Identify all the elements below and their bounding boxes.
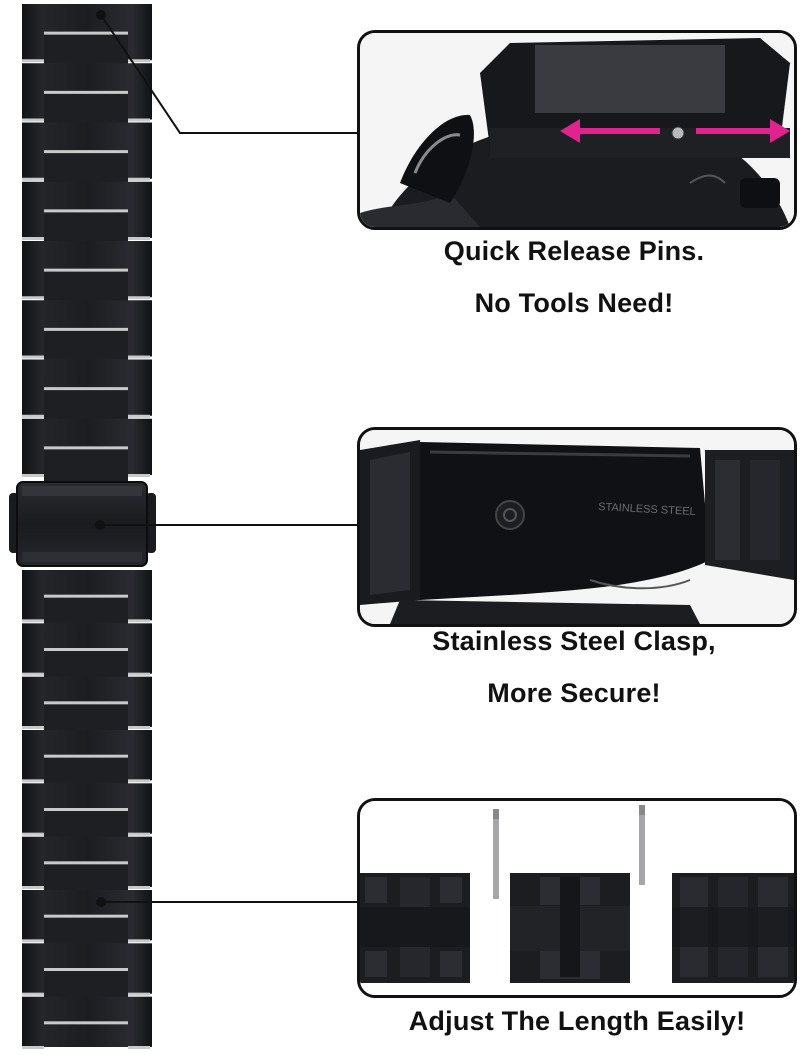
band-link-gap <box>128 779 150 783</box>
band-links <box>22 4 152 1049</box>
band-link-gap <box>44 594 128 598</box>
quick-release-pins-panel <box>357 30 797 230</box>
band-link-gap <box>44 754 128 758</box>
band-link-gap <box>128 355 150 359</box>
removed-pin-right <box>639 805 645 885</box>
band-link-gap <box>22 886 44 889</box>
steel-clasp-panel: STAINLESS STEEL <box>357 427 797 627</box>
band-link-gap <box>22 296 44 300</box>
band-link-gap <box>128 474 150 477</box>
band-link-gap <box>22 177 44 181</box>
adjust-length-panel <box>357 798 797 998</box>
band-link-gap <box>128 619 150 623</box>
band-link-gap <box>128 296 150 300</box>
band-link-gap <box>44 808 128 811</box>
band-link-gap <box>128 1046 150 1049</box>
band-link-gap <box>22 619 44 623</box>
band-link-gap <box>22 832 44 836</box>
band-link-gap <box>44 31 128 35</box>
band-link-gap <box>44 446 128 450</box>
pins-caption-line2: No Tools Need! <box>474 288 674 318</box>
band-link-gap <box>128 939 150 943</box>
band-link-gap <box>128 992 150 996</box>
band-link-gap <box>44 327 128 331</box>
band-link-gap <box>128 414 150 418</box>
band-link-gap <box>22 237 44 240</box>
clasp-button-icon <box>495 500 525 530</box>
band-link-gap <box>22 474 44 477</box>
band-link-gap <box>22 726 44 729</box>
double-arrow-icon <box>560 119 790 143</box>
band-link-gap <box>44 648 128 651</box>
band-clasp <box>9 481 156 567</box>
band-link-gap <box>128 59 150 63</box>
band-link-gap <box>44 90 128 94</box>
band-link-gap <box>44 209 128 213</box>
band-link-gap <box>22 779 44 783</box>
band-link-gap <box>128 177 150 181</box>
band-segment-right <box>672 873 794 983</box>
leader-line-pins <box>100 14 357 134</box>
band-link-gap <box>44 861 128 865</box>
band-link-gap <box>44 268 128 272</box>
band-link-gap <box>22 1046 44 1049</box>
band-link-gap <box>22 672 44 676</box>
band-link-gap <box>22 939 44 943</box>
band-link-gap <box>44 387 128 391</box>
quick-release-pins-photo <box>360 33 794 227</box>
adjust-length-photo <box>360 801 794 995</box>
band-segment-middle <box>510 873 630 983</box>
band-link-gap <box>22 355 44 359</box>
band-link-gap <box>44 150 128 154</box>
band-link-gap <box>128 726 150 729</box>
band-link-gap <box>44 968 128 971</box>
clasp-engraving-text: STAINLESS STEEL <box>598 501 696 518</box>
band-link-gap <box>128 118 150 122</box>
band-link-gap <box>44 701 128 705</box>
clasp-caption-line2: More Secure! <box>487 678 661 708</box>
steel-clasp-photo: STAINLESS STEEL <box>360 430 794 624</box>
band-link-gap <box>128 672 150 676</box>
band-link-gap <box>44 1021 128 1025</box>
pin-release-knob <box>671 126 685 140</box>
band-segment-left <box>360 873 470 983</box>
band-link-gap <box>128 237 150 240</box>
length-caption: Adjust The Length Easily! <box>408 1006 746 1036</box>
removed-pin-left <box>493 809 499 899</box>
pins-caption-line1: Quick Release Pins. <box>443 236 705 266</box>
band-link-gap <box>128 886 150 889</box>
clasp-caption-line1: Stainless Steel Clasp, <box>432 626 716 656</box>
band-link-gap <box>44 914 128 918</box>
band-link-gap <box>22 59 44 63</box>
band-link-gap <box>22 992 44 996</box>
band-link-gap <box>22 414 44 418</box>
band-link-gap <box>128 832 150 836</box>
band-link-gap <box>22 118 44 122</box>
